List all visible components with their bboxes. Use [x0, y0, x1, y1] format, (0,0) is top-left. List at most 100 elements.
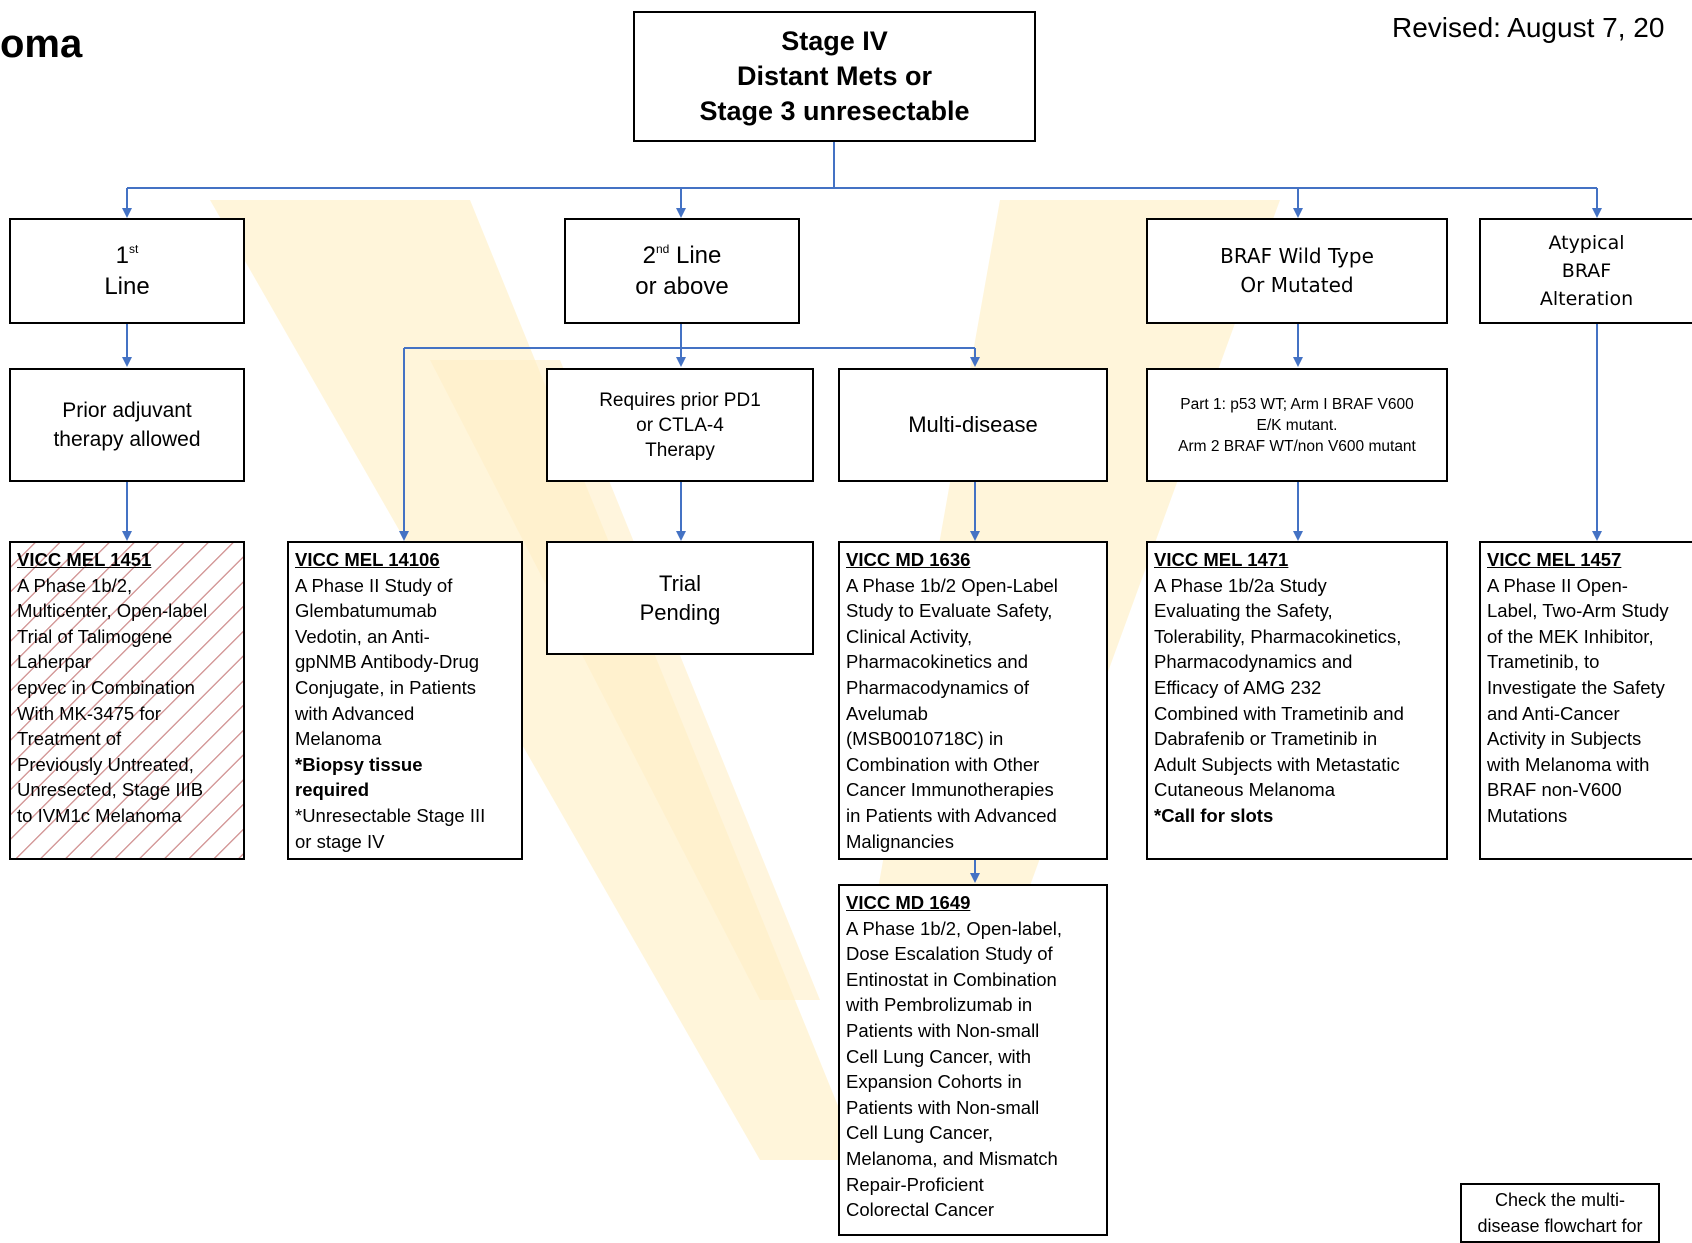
part1-line-2: E/K mutant.	[1256, 416, 1338, 434]
trial-desc-line: Expansion Cohorts in	[846, 1071, 1022, 1093]
trial-desc-line: Activity in Subjects	[1487, 728, 1642, 750]
footnote-line-1: Check the multi-	[1494, 1190, 1626, 1210]
trial-vicc-mel-1471: VICC MEL 1471 A Phase 1b/2a Study Evalua…	[1146, 541, 1448, 860]
trial-id: VICC MEL 1471	[1154, 549, 1289, 570]
braf-line-1: BRAF Wild Type	[1220, 244, 1374, 268]
trial-note: required	[295, 779, 370, 801]
trial-desc-line: Malignancies	[846, 830, 954, 852]
trial-vicc-mel-14106: VICC MEL 14106 A Phase II Study of Glemb…	[287, 541, 523, 860]
first-line-label: Line	[104, 273, 150, 300]
trial-desc-line: A Phase II Open-	[1487, 574, 1628, 596]
second-line-number: 2	[642, 242, 656, 269]
multi-disease-footnote: Check the multi- disease flowchart for	[1460, 1183, 1660, 1243]
trial-desc-line: Melanoma	[295, 728, 382, 750]
braf-wildtype-node: BRAF Wild Type Or Mutated	[1146, 218, 1448, 324]
trial-desc-line: Label, Two-Arm Study	[1487, 600, 1669, 622]
trial-id: VICC MD 1649	[846, 892, 971, 913]
trial-desc-line: Adult Subjects with Metastatic	[1154, 753, 1400, 775]
trial-desc-line: Pharmacodynamics of	[846, 676, 1030, 698]
trial-desc-line: to IVM1c Melanoma	[17, 804, 182, 826]
trial-desc-line: With MK-3475 for	[17, 702, 161, 724]
trial-vicc-mel-1457: VICC MEL 1457 A Phase II Open- Label, Tw…	[1479, 541, 1692, 860]
trial-desc-line: Melanoma, and Mismatch	[846, 1147, 1058, 1169]
requires-prior-line-3: Therapy	[645, 439, 715, 461]
trial-desc-line: Trametinib, to	[1487, 651, 1600, 673]
footnote-line-2: disease flowchart for	[1477, 1216, 1643, 1236]
trial-desc-line: Unresected, Stage IIIB	[17, 779, 204, 801]
trial-desc-line: Combined with Trametinib and	[1154, 702, 1404, 724]
atypical-line-3: Alteration	[1539, 288, 1634, 310]
stage-line-1: Stage IV	[781, 26, 888, 56]
trial-desc-line: Investigate the Safety	[1487, 676, 1665, 698]
requires-prior-line-1: Requires prior PD1	[599, 389, 761, 411]
trial-desc-line: Efficacy of AMG 232	[1154, 676, 1322, 698]
trial-desc-line: gpNMB Antibody-Drug	[295, 651, 480, 673]
prior-adjuvant-line-2: therapy allowed	[53, 428, 201, 451]
trial-desc-line: Vedotin, an Anti-	[295, 625, 430, 647]
trial-desc-line: Cell Lung Cancer, with	[846, 1045, 1032, 1067]
trial-desc-line: A Phase 1b/2a Study	[1154, 574, 1327, 596]
trial-desc-line: Repair-Proficient	[846, 1173, 984, 1195]
trial-desc-line: of the MEK Inhibitor,	[1487, 625, 1654, 647]
part1-line-3: Arm 2 BRAF WT/non V600 mutant	[1178, 437, 1416, 455]
pending-line-1: Trial	[659, 571, 701, 596]
braf-line-2: Or Mutated	[1240, 273, 1354, 297]
trial-desc-line: Cell Lung Cancer,	[846, 1122, 994, 1144]
stage-iv-node: Stage IV Distant Mets or Stage 3 unresec…	[633, 11, 1036, 142]
trial-desc-line: Patients with Non-small	[846, 1096, 1040, 1118]
trial-desc-line: Previously Untreated,	[17, 753, 194, 775]
prior-adjuvant-node: Prior adjuvant therapy allowed	[9, 368, 245, 482]
stage-line-2: Distant Mets or	[736, 61, 933, 91]
trial-desc-line: Colorectal Cancer	[846, 1199, 995, 1221]
trial-desc-line: epvec in Combination	[17, 676, 195, 698]
trial-desc-line: Conjugate, in Patients	[295, 676, 477, 698]
trial-vicc-md-1649: VICC MD 1649 A Phase 1b/2, Open-label, D…	[838, 884, 1108, 1236]
part1-line-1: Part 1: p53 WT; Arm I BRAF V600	[1180, 395, 1414, 413]
trial-id: VICC MD 1636	[846, 549, 971, 570]
atypical-braf-node: Atypical BRAF Alteration	[1479, 218, 1692, 324]
trial-id: VICC MEL 14106	[295, 549, 440, 570]
multi-disease-label: Multi-disease	[908, 412, 1038, 437]
second-line-label: Line	[669, 242, 722, 269]
second-line-or-above: or above	[635, 273, 729, 300]
trial-note: *Call for slots	[1154, 804, 1274, 826]
revised-date: Revised: August 7, 20	[1392, 12, 1665, 43]
first-line-number: 1	[115, 242, 129, 269]
trial-desc-line: Pharmacokinetics and	[846, 651, 1029, 673]
trial-id: VICC MEL 1451	[17, 549, 152, 570]
trial-desc-line: Laherpar	[17, 651, 92, 673]
trial-desc-line: and Anti-Cancer	[1487, 702, 1620, 724]
trial-desc-line: A Phase 1b/2,	[17, 574, 133, 596]
requires-prior-line-2: or CTLA-4	[636, 414, 724, 436]
trial-desc-line: Combination with Other	[846, 753, 1040, 775]
prior-adjuvant-line-1: Prior adjuvant	[62, 399, 192, 422]
trial-vicc-md-1636: VICC MD 1636 A Phase 1b/2 Open-Label Stu…	[838, 541, 1108, 860]
first-line-suffix: st	[129, 242, 139, 256]
trial-desc-line: Multicenter, Open-label	[17, 600, 208, 622]
trial-id: VICC MEL 1457	[1487, 549, 1622, 570]
trial-note: *Biopsy tissue	[295, 753, 423, 775]
trial-desc-line: with Advanced	[295, 702, 415, 724]
first-line-node: 1st Line	[9, 218, 245, 324]
trial-desc-line: Study to Evaluate Safety,	[846, 600, 1053, 622]
stage-line-3: Stage 3 unresectable	[699, 96, 970, 126]
first-line-ordinal: 1st	[116, 240, 139, 271]
trial-desc-line: Mutations	[1487, 804, 1568, 826]
second-line-ordinal: 2nd Line	[643, 240, 722, 271]
trial-desc-line: Glembatumumab	[295, 600, 437, 622]
trial-desc-line: Pharmacodynamics and	[1154, 651, 1353, 673]
trial-desc-line: Avelumab	[846, 702, 928, 724]
atypical-line-2: BRAF	[1561, 260, 1612, 282]
trial-desc-line: Entinostat in Combination	[846, 968, 1057, 990]
trial-desc-line: Evaluating the Safety,	[1154, 600, 1333, 622]
trial-desc-line: Dose Escalation Study of	[846, 943, 1053, 965]
trial-desc-line: A Phase 1b/2 Open-Label	[846, 574, 1058, 596]
trial-desc-line: Patients with Non-small	[846, 1019, 1040, 1041]
part1-node: Part 1: p53 WT; Arm I BRAF V600 E/K muta…	[1146, 368, 1448, 482]
trial-desc-line: with Melanoma with	[1487, 753, 1650, 775]
multi-disease-node: Multi-disease	[838, 368, 1108, 482]
trial-desc-line: Trial of Talimogene	[17, 625, 173, 647]
trial-desc-line: Dabrafenib or Trametinib in	[1154, 728, 1378, 750]
trial-desc-line: BRAF non-V600	[1487, 779, 1622, 801]
